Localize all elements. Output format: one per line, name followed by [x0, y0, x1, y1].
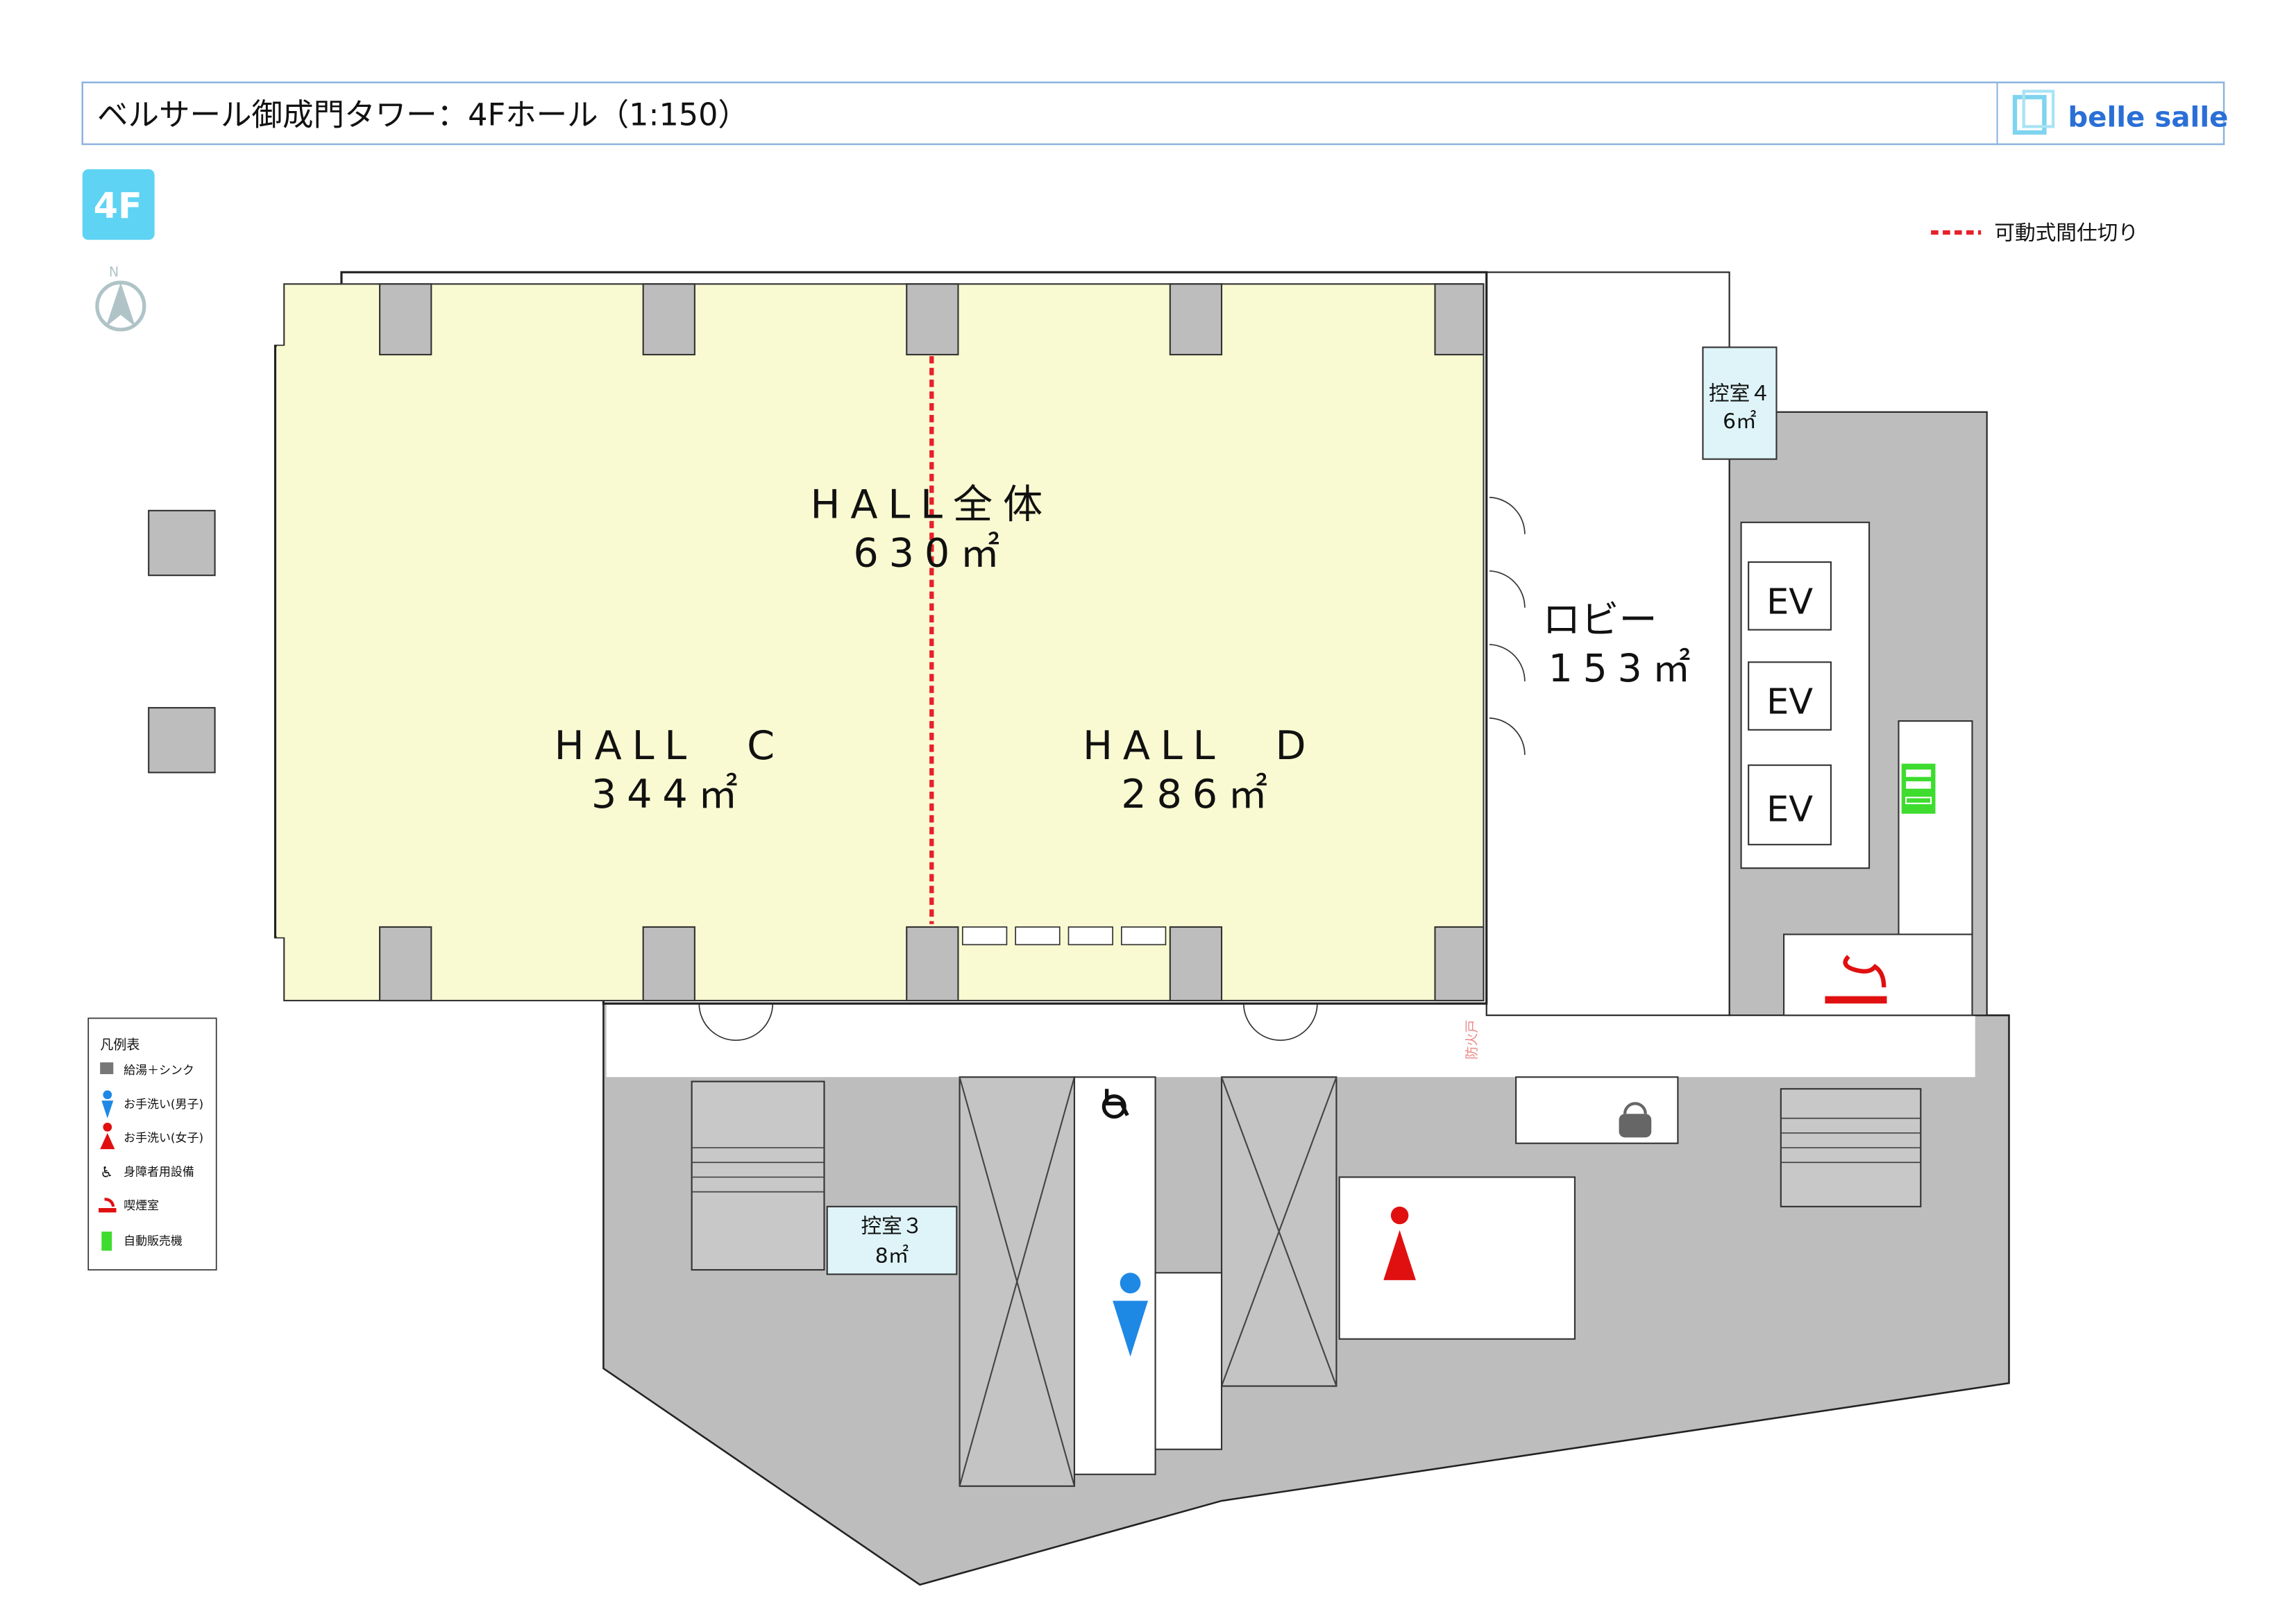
wheelchair-icon: ♿ — [100, 1163, 113, 1180]
smoking-icon — [99, 1198, 117, 1213]
header-bar: ベルサール御成門タワー：4Fホール（1:150） belle salle — [81, 81, 2228, 146]
legend: 凡例表 給湯＋シンク お手洗い(男子) お手洗い(女子) ♿ 身障者用設備 喫煙… — [87, 1017, 217, 1271]
ev-label: EV — [1766, 789, 1813, 830]
elevator — [1748, 561, 1832, 631]
female-toilet-icon — [1383, 1206, 1416, 1280]
floor-badge-label: 4F — [94, 186, 142, 227]
staircase — [691, 1080, 825, 1271]
legend-item: 自動販売機 — [124, 1234, 183, 1248]
partition-legend-label: 可動式間仕切り — [1994, 221, 2138, 245]
male-toilet-icon — [101, 1090, 114, 1119]
wheelchair-icon — [1101, 1089, 1129, 1119]
vending-machine-icon — [1901, 763, 1936, 814]
hall-c-name: HALL C — [555, 722, 785, 769]
womens-restroom — [1338, 1176, 1576, 1340]
hall-area — [283, 283, 1485, 1002]
kettle-icon — [1619, 1102, 1652, 1138]
lobby — [1485, 271, 1730, 1017]
legend-item: お手洗い(男子) — [124, 1097, 203, 1111]
hikae4-name: 控室４ — [1709, 381, 1771, 405]
hall-d-area: 286㎡ — [1121, 771, 1278, 817]
compass-label: N — [109, 265, 119, 280]
logo-text: belle salle — [2068, 101, 2228, 133]
hikae4-area: 6㎡ — [1723, 409, 1757, 433]
legend-item: 身障者用設備 — [124, 1164, 194, 1178]
pantry — [1515, 1076, 1679, 1144]
ev-label: EV — [1766, 581, 1813, 622]
mens-restroom — [1073, 1076, 1156, 1475]
stairs — [691, 1147, 825, 1193]
smoking-icon — [1825, 955, 1887, 1004]
male-toilet-icon — [1113, 1273, 1148, 1357]
hikae3-name: 控室３ — [861, 1214, 923, 1238]
hall-west-alcove — [276, 346, 344, 937]
belle-salle-logo: belle salle — [2012, 90, 2228, 135]
vending-machine-icon — [101, 1231, 112, 1251]
mens-stalls — [1154, 1272, 1223, 1450]
partition-legend: 可動式間仕切り — [1931, 221, 2138, 245]
hall-all-area: 630㎡ — [853, 529, 1010, 576]
room-hikae4 — [1702, 346, 1778, 460]
legend-item: 給湯＋シンク — [124, 1063, 194, 1077]
stairs — [1780, 1117, 1921, 1164]
room-hikae3 — [826, 1205, 958, 1275]
hall-d-name: HALL D — [1083, 722, 1316, 769]
legend-title: 凡例表 — [100, 1037, 140, 1053]
columns — [379, 283, 1485, 1002]
vents — [961, 926, 1167, 946]
pillar — [148, 706, 216, 774]
hall-doors — [698, 496, 1526, 1042]
hall-c-area: 344㎡ — [591, 771, 748, 817]
north-compass-icon: N — [95, 265, 146, 332]
floor-badge: 4F — [82, 169, 155, 240]
female-toilet-icon — [100, 1122, 115, 1150]
lobby-area: 153㎡ — [1548, 647, 1701, 691]
vending-area — [1898, 720, 1973, 935]
legend-item: 喫煙室 — [124, 1198, 159, 1212]
lobby-name: ロビー — [1542, 598, 1657, 643]
fire-door-mark: 防火戸 — [1464, 1020, 1480, 1060]
legend-item: お手洗い(女子) — [124, 1131, 203, 1145]
hikae3-area: 8㎡ — [875, 1243, 909, 1267]
kettle-icon — [100, 1062, 114, 1075]
page-title: ベルサール御成門タワー：4Fホール（1:150） — [97, 96, 749, 133]
hall-all-name: HALL全体 — [810, 481, 1053, 527]
elevators: EV EV EV — [1748, 561, 1832, 846]
ev-label: EV — [1766, 681, 1813, 722]
elevator — [1748, 764, 1832, 846]
pillar — [148, 509, 216, 577]
elevator — [1748, 661, 1832, 731]
